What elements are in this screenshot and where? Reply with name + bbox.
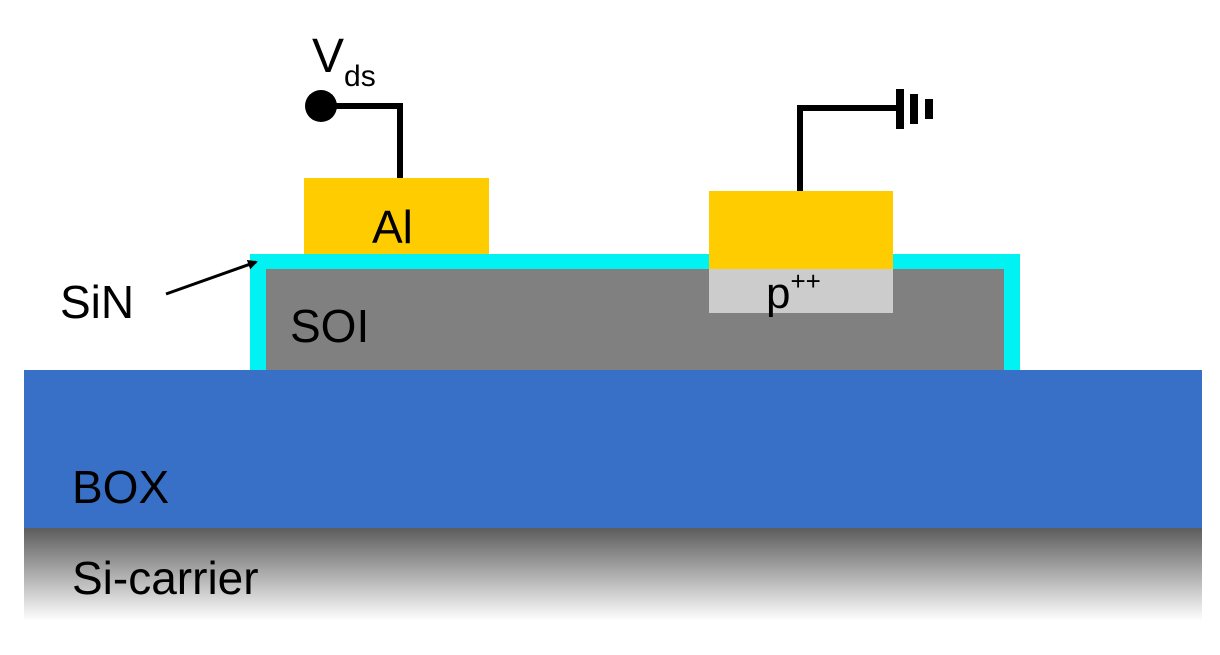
p-contact-metal — [709, 191, 893, 269]
box-layer — [24, 370, 1202, 528]
sin-pointer-arrow — [165, 259, 258, 296]
p-doped-base: p — [766, 269, 790, 318]
si-carrier-label: Si-carrier — [72, 552, 259, 604]
si-carrier-layer — [24, 528, 1202, 621]
sin-label: SiN — [60, 276, 134, 328]
al-label: Al — [372, 201, 413, 253]
vds-subscript: ds — [344, 60, 376, 93]
box-label: BOX — [72, 461, 169, 513]
p-doped-superscript: ++ — [790, 266, 820, 296]
p-doped-region — [709, 269, 893, 313]
p-doped-label: p++ — [766, 266, 821, 318]
drain-wire — [322, 103, 403, 178]
ground-wire — [797, 105, 898, 191]
ground-icon — [896, 89, 933, 129]
al-contact — [304, 178, 489, 254]
soi-layer — [266, 269, 1004, 370]
drain-terminal-dot — [305, 90, 337, 122]
vds-label: Vds — [312, 30, 376, 93]
vds-base: V — [312, 30, 344, 83]
soi-label: SOI — [290, 300, 369, 352]
